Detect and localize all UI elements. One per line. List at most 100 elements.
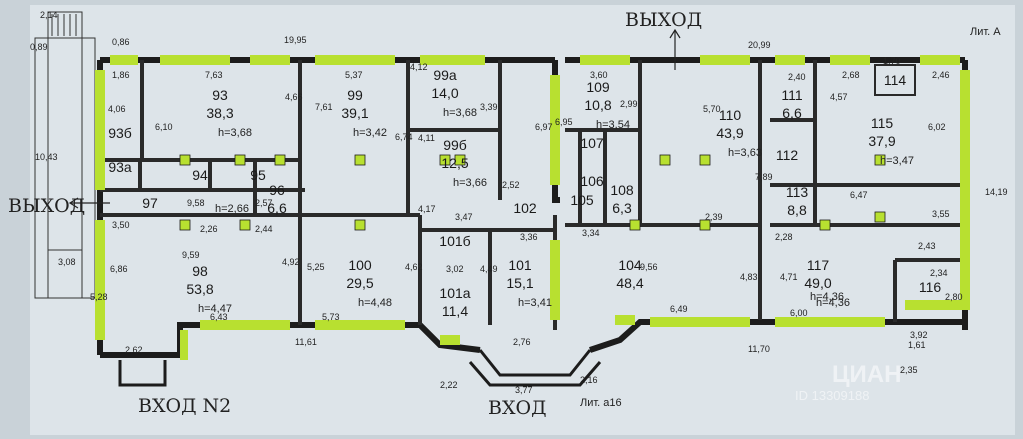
watermark-brand: ЦИАН	[832, 361, 901, 388]
height-label-97: h=2,66	[215, 203, 249, 215]
room-93b-number: 93б	[108, 125, 132, 141]
dimension-label: 7,61	[315, 102, 333, 112]
room-93-height: h=3,68	[218, 127, 252, 139]
room-106-number: 106	[580, 173, 604, 189]
room-97-number: 97	[142, 195, 158, 211]
dimension-label: 6,49	[670, 304, 688, 314]
room-115-height: h=3,47	[880, 155, 914, 167]
dimension-label: 3,39	[480, 102, 498, 112]
dimension-label: 9,56	[640, 262, 658, 272]
dimension-label: 9,58	[187, 198, 205, 208]
dimension-label: 4,57	[830, 92, 848, 102]
dimension-label: 2,26	[200, 224, 218, 234]
height-label-117b: h=4,36	[810, 291, 844, 303]
dimension-label: 2,62	[125, 345, 143, 355]
dimension-label: 2,68	[842, 70, 860, 80]
room-109-number: 109	[586, 79, 610, 95]
dimension-label: 10,43	[35, 152, 58, 162]
dimension-label: 4,83	[740, 272, 758, 282]
dimension-label: 5,73	[322, 312, 340, 322]
room-101-area: 15,1	[506, 275, 533, 291]
room-112-number: 112	[776, 147, 799, 163]
dimension-label: 9,59	[182, 250, 200, 260]
room-113-number: 113	[786, 184, 809, 200]
dimension-label: 5,37	[345, 70, 363, 80]
entrance-2-label: ВХОД N2	[138, 395, 231, 417]
dimension-label: 7,89	[755, 172, 773, 182]
room-114-number: 114	[884, 72, 907, 88]
dimension-label: 1,86	[112, 70, 130, 80]
room-105-number: 105	[570, 192, 594, 208]
room-99b-number: 99б	[443, 137, 467, 153]
dimension-label: 6,43	[210, 312, 228, 322]
room-101a-area: 11,4	[442, 303, 468, 319]
room-110-height: h=3,63	[728, 147, 762, 159]
room-98-height: h=4,47	[198, 303, 232, 315]
room-99-area: 39,1	[341, 105, 368, 121]
dimension-label: 4,11	[418, 133, 435, 143]
dimension-label: 20,99	[748, 40, 771, 50]
paper-sheet	[30, 5, 1015, 435]
windows	[95, 55, 970, 360]
room-101b-number: 101б	[439, 233, 470, 249]
room-113-area: 8,8	[787, 202, 807, 218]
dimension-label: 11,70	[748, 344, 770, 354]
room-100-area: 29,5	[346, 275, 373, 291]
dimension-label: 2,14	[40, 10, 58, 20]
room-115-number: 115	[871, 115, 894, 131]
room-110-number: 110	[719, 107, 742, 123]
dimension-label: 4,06	[108, 104, 126, 114]
room-94-number: 94	[192, 167, 208, 183]
dimension-label: 2,28	[775, 232, 793, 242]
room-96-area: 6,6	[267, 200, 287, 216]
inner-walls	[100, 60, 965, 330]
dimension-label: 5,28	[90, 292, 108, 302]
room-107-number: 107	[580, 135, 604, 151]
room-99-height: h=3,42	[353, 127, 387, 139]
dimension-label: 3,60	[590, 70, 608, 80]
dimension-label: 2,34	[930, 268, 948, 278]
room-104-number: 104	[618, 257, 642, 273]
room-101-height: h=3,41	[518, 297, 552, 309]
dimension-label: 6,95	[555, 117, 573, 127]
room-98-number: 98	[192, 263, 208, 279]
room-99a-height: h=3,68	[443, 107, 477, 119]
dimension-label: 3,50	[112, 220, 130, 230]
exit-left-label: ВЫХОД	[8, 195, 85, 217]
room-96-number: 96	[269, 182, 285, 198]
dimension-label: 19,95	[284, 35, 307, 45]
room-109-height: h=3,54	[596, 119, 630, 131]
lit-a-label: Лит. А	[970, 26, 1001, 38]
watermark-id: ID 13309188	[795, 388, 869, 403]
room-93-number: 93	[212, 87, 228, 103]
dimension-label: 2,52	[502, 180, 520, 190]
room-93-area: 38,3	[206, 105, 233, 121]
dimension-label: 6,47	[850, 190, 868, 200]
dimension-label: 6,86	[110, 264, 128, 274]
room-108-number: 108	[610, 182, 634, 198]
room-100-height: h=4,48	[358, 297, 392, 309]
room-99a-number: 99а	[433, 67, 457, 83]
dimension-label: 5,70	[703, 104, 721, 114]
dimension-label: 4,62	[405, 262, 423, 272]
dimension-label: 4,66	[285, 92, 303, 102]
dimension-label: 0,89	[30, 42, 48, 52]
room-93a-number: 93а	[108, 159, 132, 175]
dimension-label: 2,46	[932, 70, 950, 80]
dimension-label: 11,61	[295, 337, 317, 347]
dimension-label: 6,02	[928, 122, 946, 132]
room-102-number: 102	[513, 200, 537, 216]
dimension-label: 2,80	[945, 292, 963, 302]
dimension-label: 2,35	[900, 365, 918, 375]
dimension-label: 1,61	[908, 340, 926, 350]
dimension-label: 3,92	[910, 330, 928, 340]
exit-top-label: ВЫХОД	[625, 9, 702, 31]
room-108-area: 6,3	[612, 200, 632, 216]
dimension-label: 6,10	[155, 122, 173, 132]
room-116-number: 116	[919, 279, 942, 295]
radiators	[179, 154, 886, 231]
dimension-label: 3,55	[932, 209, 950, 219]
dimension-label: 4,92	[282, 257, 300, 267]
